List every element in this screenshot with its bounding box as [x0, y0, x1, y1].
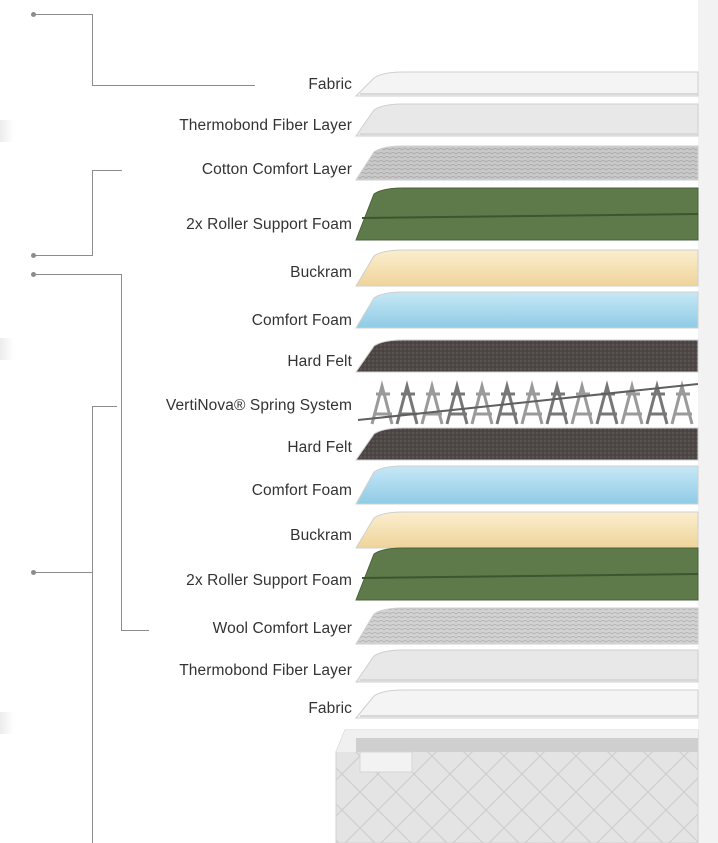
spring-coil	[420, 380, 444, 425]
layer-roller	[355, 187, 699, 241]
layer-comfort	[355, 291, 699, 329]
layer-body	[355, 291, 699, 329]
connector-line	[92, 406, 93, 843]
spring-coil	[545, 380, 569, 425]
right-edge-panel	[698, 0, 718, 843]
layer-label: 2x Roller Support Foam	[186, 572, 352, 589]
spring-coil	[495, 380, 519, 425]
layer-body	[355, 607, 699, 645]
connector-line	[33, 274, 121, 275]
layer-label: Comfort Foam	[251, 482, 352, 499]
layer-label: Buckram	[290, 264, 352, 281]
layer-comfort	[355, 465, 699, 505]
layer-felt	[355, 339, 699, 373]
connector-line	[92, 170, 122, 171]
spring-coil	[395, 380, 419, 425]
spring-coil	[595, 380, 619, 425]
layer-body	[355, 465, 699, 505]
layer-body	[354, 689, 699, 719]
connector-line	[121, 274, 122, 630]
layer-body	[355, 547, 699, 601]
layer-body	[355, 649, 699, 683]
layer-fabric	[354, 71, 699, 97]
spring-coil	[470, 380, 494, 425]
layer-body	[354, 71, 699, 97]
connector-line	[33, 572, 93, 573]
connector-line	[92, 406, 117, 407]
spring-coil	[645, 380, 669, 425]
layer-label: Buckram	[290, 527, 352, 544]
layer-fiber	[355, 649, 699, 683]
layer-buckram	[355, 511, 699, 549]
layer-label: Hard Felt	[287, 439, 352, 456]
layer-label: VertiNova® Spring System	[165, 397, 352, 414]
left-edge-fragment	[0, 120, 14, 142]
roller-seam	[361, 573, 699, 579]
connector-line	[33, 255, 93, 256]
layer-spring	[357, 380, 699, 425]
spring-band	[357, 383, 699, 421]
layer-label: Hard Felt	[287, 353, 352, 370]
connector-dot	[31, 570, 36, 575]
layer-label: Fabric	[308, 76, 352, 93]
layer-fabric	[354, 689, 699, 719]
spring-coil	[670, 380, 694, 425]
layer-fiber	[355, 103, 699, 137]
layer-roller	[355, 547, 699, 601]
layer-label: Cotton Comfort Layer	[201, 161, 352, 178]
layer-label: Wool Comfort Layer	[212, 620, 352, 637]
layer-label: Fabric	[308, 700, 352, 717]
spring-coil	[445, 380, 469, 425]
layer-felt	[355, 427, 699, 461]
layer-wool	[355, 607, 699, 645]
layer-body	[355, 249, 699, 287]
roller-seam	[361, 213, 699, 219]
connector-line	[121, 630, 149, 631]
spring-coil	[570, 380, 594, 425]
layer-cotton	[355, 145, 699, 181]
connector-line	[92, 85, 255, 86]
spring-coil	[370, 380, 394, 425]
layer-label: Comfort Foam	[251, 312, 352, 329]
connector-dot	[31, 253, 36, 258]
layer-label: Thermobond Fiber Layer	[179, 117, 352, 134]
spring-coil	[520, 380, 544, 425]
left-edge-fragment	[0, 712, 14, 734]
mattress-base	[335, 729, 699, 843]
layer-label: 2x Roller Support Foam	[186, 216, 352, 233]
layer-body	[355, 339, 699, 373]
layer-label: Thermobond Fiber Layer	[179, 662, 352, 679]
connector-line	[92, 170, 93, 256]
connector-line	[92, 14, 93, 86]
connector-line	[33, 14, 92, 15]
spring-coil	[620, 380, 644, 425]
left-edge-fragment	[0, 338, 14, 360]
layer-body	[355, 427, 699, 461]
layer-body	[355, 103, 699, 137]
layer-body	[355, 187, 699, 241]
layer-body	[355, 511, 699, 549]
layer-buckram	[355, 249, 699, 287]
layer-body	[355, 145, 699, 181]
